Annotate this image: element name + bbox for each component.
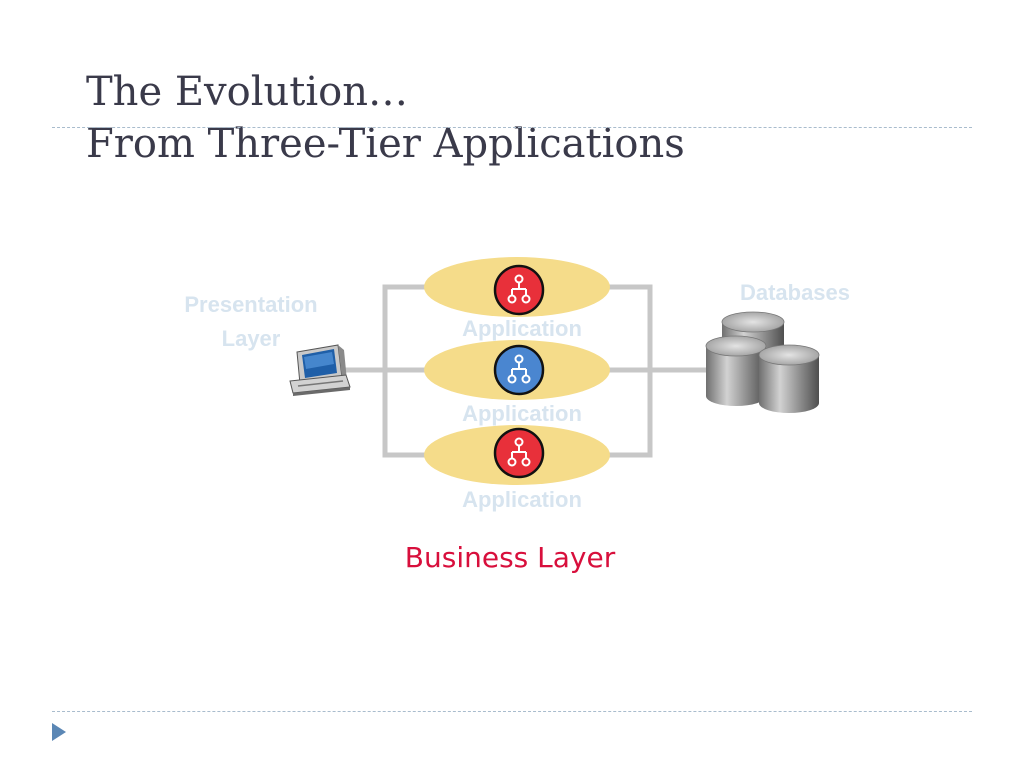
org-chart-icon (493, 344, 545, 396)
application-label-3: Application (462, 487, 582, 512)
left-connector (342, 284, 428, 458)
slide-title: The Evolution… From Three-Tier Applicati… (86, 66, 685, 170)
right-connector (607, 284, 715, 458)
footer-divider (52, 711, 972, 712)
org-chart-icon (493, 264, 545, 316)
computer-icon (289, 344, 351, 396)
database-icon (758, 344, 820, 413)
presentation-layer-label: Presentation Layer (184, 292, 318, 351)
databases-label: Databases (739, 280, 851, 305)
triangle-bullet-icon (52, 723, 66, 741)
title-line-1: The Evolution… (86, 69, 408, 115)
application-label-2: Application (462, 401, 582, 426)
org-chart-icon (493, 427, 545, 479)
title-line-2: From Three-Tier Applications (86, 121, 685, 167)
database-icon (705, 335, 767, 406)
application-label-1: Application (462, 316, 582, 341)
business-layer-label: Business Layer (404, 541, 616, 574)
title-divider (52, 127, 972, 128)
